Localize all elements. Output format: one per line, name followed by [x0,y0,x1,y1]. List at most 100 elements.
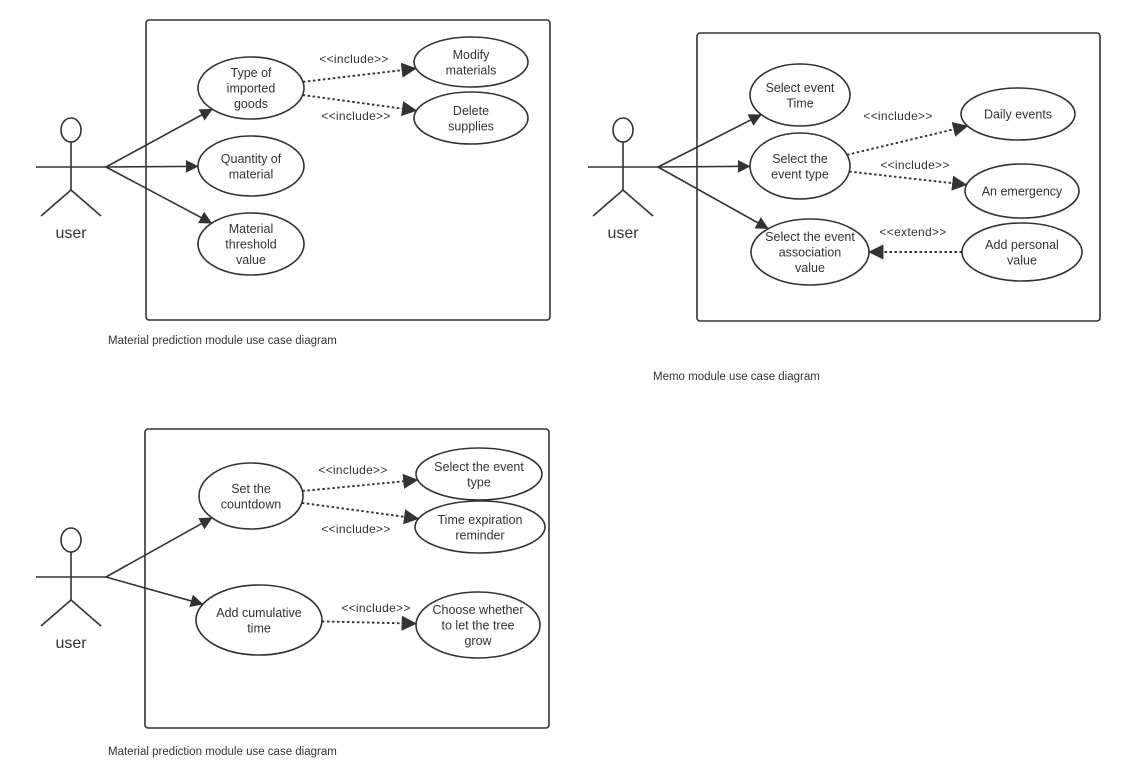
use-case-ellipse[interactable] [197,212,305,276]
dependency-arrow [846,122,969,156]
use-case-label: threshold [225,238,276,252]
system-boundary [696,32,1101,322]
use-case-ellipse[interactable] [197,56,305,120]
actor-label: user [55,225,87,242]
use-case-ellipse[interactable] [960,87,1076,141]
use-case-label: Material [229,222,273,236]
actor-head [60,527,82,553]
diagram-caption: Material prediction module use case diag… [108,746,337,758]
use-case-ellipse[interactable] [195,584,323,656]
use-case-ellipse[interactable] [749,132,851,200]
use-case-label: Time expiration [438,513,523,527]
use-case-ellipse[interactable] [413,36,529,88]
actor-right-leg [70,599,102,627]
use-case-diagram-1: user <<include>> <<include>> Type ofimporte… [36,19,551,347]
use-case-label: Quantity of [221,152,282,166]
use-case-ellipse[interactable] [750,218,870,286]
use-case-label: supplies [448,119,494,133]
association-arrow [105,160,199,173]
use-case-label: An emergency [982,185,1063,199]
use-case-label: Daily events [984,108,1052,122]
association-arrow [657,166,769,230]
use-case-label: Add cumulative [216,606,302,620]
use-case-label: type [467,475,491,489]
association-arrow [105,576,204,608]
use-case-label: goods [234,97,268,111]
dependency-arrow [302,94,418,117]
relation-label: <<extend>> [879,225,946,239]
relation-label: <<include>> [863,109,932,123]
dependency-arrow [301,501,420,525]
use-case-label: Select the [772,152,828,166]
use-case-ellipse[interactable] [415,591,541,659]
use-case-label: time [247,621,271,635]
use-case-ellipse[interactable] [414,500,546,554]
system-boundary [144,428,550,729]
use-case-diagram-2: user<<include>><<include>><<extend>>Sele… [588,32,1101,383]
use-case-label: Choose whether [432,603,523,617]
use-case-label: Set the [231,482,271,496]
use-case-label: value [1007,253,1037,267]
use-case-label: grow [464,634,492,648]
relation-label: <<include>> [880,158,949,172]
use-case-ellipse[interactable] [749,63,851,127]
association-arrow [105,108,213,168]
use-case-label: Add personal [985,238,1059,252]
use-case-label: imported [227,82,276,96]
association-arrow [657,113,762,168]
use-case-label: reminder [455,528,504,542]
association-arrow [105,517,213,578]
system-boundary [145,19,551,321]
relation-label: <<include>> [321,522,390,536]
use-case-label: Select the event [434,460,524,474]
use-case-4[interactable]: Daily events [960,87,1076,141]
actor-right-leg [70,189,102,217]
use-case-label: event type [771,167,829,181]
use-case-label: countdown [221,497,282,511]
relation-label: <<include>> [318,463,387,477]
actor-right-leg [622,189,654,217]
actor-label: user [55,635,87,652]
use-case-5[interactable]: An emergency [964,163,1080,219]
actor-figure [36,527,106,627]
use-case-ellipse[interactable] [961,222,1083,282]
use-case-diagram-3: user<<include>><<include>><<include>>Set… [36,428,550,758]
diagram-caption: Memo module use case diagram [653,371,820,383]
use-case-label: Time [786,96,813,110]
dependency-arrow [321,615,417,631]
use-case-label: Modify [453,48,491,62]
use-case-ellipse[interactable] [413,91,529,145]
use-case-label: materials [446,63,497,77]
relation-label: <<include>> [319,52,388,66]
use-case-label: association [779,246,842,260]
actor-head [612,117,634,143]
actor-left-leg [40,189,72,217]
relation-label: <<include>> [321,109,390,123]
use-case-label: to let the tree [442,619,515,633]
use-case-ellipse[interactable] [415,447,543,501]
use-case-label: Select the event [765,230,855,244]
use-case-label: value [236,253,266,267]
use-case-ellipse[interactable] [198,462,304,530]
actor-left-leg [592,189,624,217]
use-case-ellipse[interactable] [197,135,305,197]
use-case-label: Delete [453,104,489,118]
actor-figure [36,117,106,217]
dependency-arrow [849,170,968,191]
use-case-ellipse[interactable] [964,163,1080,219]
